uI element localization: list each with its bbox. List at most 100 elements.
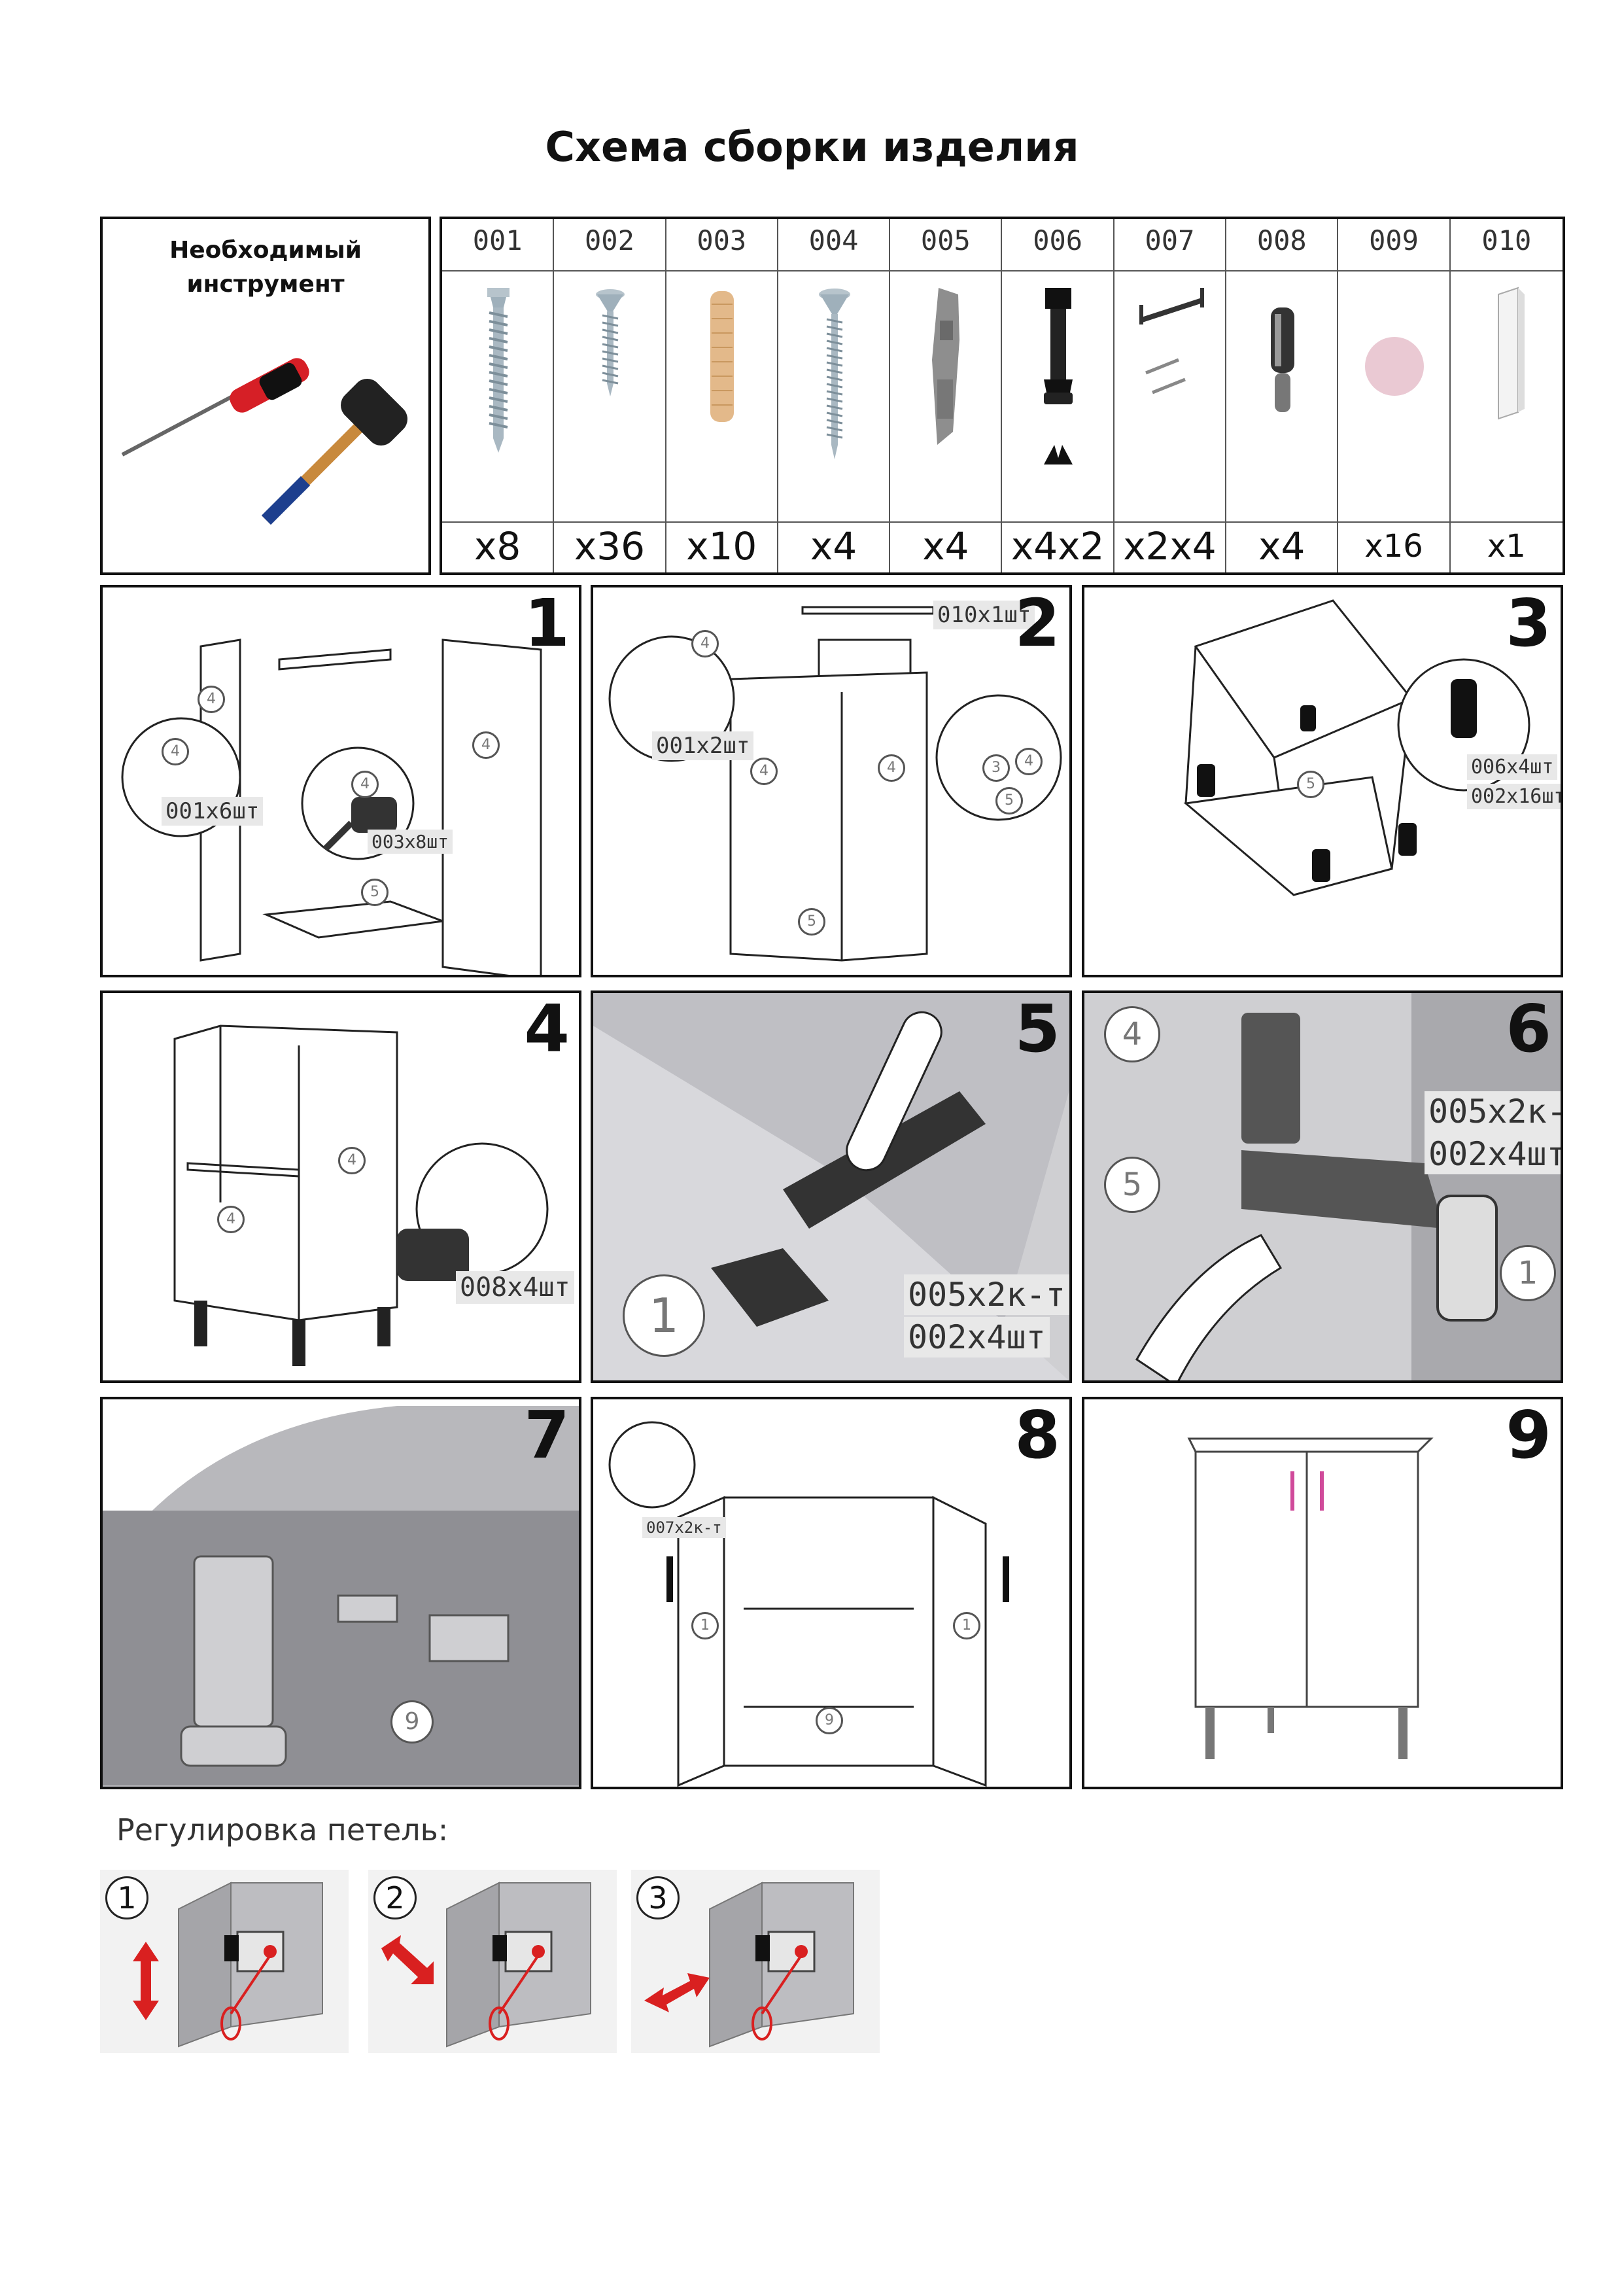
hinge-adjust-illustration <box>381 1882 591 2048</box>
part-number-circle: 4 <box>1104 1006 1160 1062</box>
hinge-adjust-1: 1 <box>100 1870 349 2053</box>
long-screw-icon <box>818 289 850 459</box>
part-qty: x4 <box>810 524 857 569</box>
step-part-label: 001x6шт <box>162 797 264 826</box>
tools-title: Необходимый инструмент <box>169 237 362 298</box>
part-cell-001: 001 x8 <box>442 219 555 572</box>
step-illustration <box>103 1406 579 1787</box>
part-number-circle: 1 <box>953 1612 980 1639</box>
part-number-circle: 4 <box>472 731 500 759</box>
part-qty: x10 <box>686 524 757 569</box>
part-cell-008: 008 x4 <box>1226 219 1339 572</box>
step-number: 4 <box>524 990 570 1067</box>
step-part-label: 003x8шт <box>368 830 453 854</box>
plinth-strip-icon <box>1498 287 1525 420</box>
part-cell-004: 004 x4 <box>778 219 891 572</box>
step-part-label: 002x16шт <box>1467 784 1561 809</box>
part-number-circle: 1 <box>1500 1245 1556 1301</box>
shelf-pin-icon <box>1270 307 1294 412</box>
part-number-circle: 5 <box>361 879 389 906</box>
part-code: 002 <box>585 224 634 256</box>
part-qty: x2x4 <box>1123 524 1217 569</box>
part-number-circle: 1 <box>623 1274 705 1357</box>
part-number-circle: 4 <box>351 771 379 798</box>
part-number-circle: 9 <box>390 1700 434 1743</box>
step-illustration <box>121 639 542 975</box>
handle-icon <box>1139 288 1205 394</box>
step-number: 9 <box>1506 1397 1551 1473</box>
part-cell-005: 005 x4 <box>890 219 1003 572</box>
confirmat-screw-icon <box>487 288 510 453</box>
part-cell-006: 006 x4x2 <box>1003 219 1114 572</box>
step-panel-4: 4 008x4шт 4 4 <box>100 990 581 1383</box>
part-cell-002: 002 x36 <box>554 219 666 572</box>
part-number-circle: 4 <box>750 758 778 785</box>
screwdriver-icon <box>121 358 309 457</box>
page-title: Схема сборки изделия <box>545 123 1079 171</box>
step-panel-9: 9 <box>1082 1397 1563 1789</box>
step-part-label: 001x2шт <box>652 731 754 760</box>
dowel-icon <box>710 291 734 422</box>
part-number-circle: 4 <box>217 1206 245 1233</box>
step-number: 6 <box>1506 990 1551 1067</box>
step-part-label: 007x2к-т <box>642 1517 726 1538</box>
step-part-label: 005x2к-т <box>904 1274 1069 1315</box>
part-number-circle: 5 <box>798 908 825 936</box>
step-number: 1 <box>524 585 570 661</box>
step-number: 2 <box>1014 585 1060 661</box>
wood-screw-icon <box>595 289 625 396</box>
hinge-adjust-illustration <box>644 1882 854 2048</box>
part-code: 006 <box>1033 224 1083 256</box>
step-illustration <box>1169 1426 1444 1759</box>
part-qty: x4 <box>1258 524 1305 569</box>
part-code: 004 <box>808 224 859 256</box>
part-qty: x8 <box>474 524 521 569</box>
part-cell-010: 010 x1 <box>1451 219 1563 572</box>
step-number: 8 <box>1014 1397 1060 1473</box>
step-illustration <box>1084 993 1561 1380</box>
hinge-adjust-3: 3 <box>631 1870 880 2053</box>
leg-icon <box>1044 288 1073 464</box>
part-qty: x1 <box>1487 528 1526 565</box>
hinge-adjust-title: Регулировка петель: <box>116 1812 449 1848</box>
hinge-adjust-illustration <box>133 1882 323 2048</box>
step-illustration <box>608 1421 1009 1787</box>
part-qty: x36 <box>574 524 646 569</box>
part-number-circle: 5 <box>1104 1157 1160 1213</box>
step-part-label: 010x1шт <box>933 601 1035 629</box>
part-code: 009 <box>1369 224 1419 256</box>
mallet-icon <box>261 379 407 525</box>
step-part-label: 002x4шт <box>904 1317 1050 1358</box>
part-code: 001 <box>472 224 523 256</box>
part-number-circle: 5 <box>1297 771 1324 798</box>
mallet-icon <box>322 797 397 852</box>
part-qty: x4x2 <box>1011 524 1105 569</box>
part-code: 005 <box>920 224 971 256</box>
part-cell-003: 003 x10 <box>666 219 778 572</box>
step-part-label: 006x4шт <box>1467 754 1558 780</box>
tools-panel: Необходимый инструмент <box>100 217 431 575</box>
step-part-label: 008x4шт <box>456 1271 574 1304</box>
part-number-circle: 4 <box>1015 748 1043 775</box>
hinge-adjust-number: 3 <box>636 1876 680 1919</box>
step-illustration <box>608 606 1062 962</box>
part-number-circle: 3 <box>982 754 1010 782</box>
hinge-adjust-2: 2 <box>368 1870 617 2053</box>
part-number-circle: 4 <box>338 1147 366 1174</box>
part-code: 003 <box>697 224 747 256</box>
part-code: 007 <box>1145 224 1195 256</box>
part-number-circle: 5 <box>995 787 1023 815</box>
part-qty: x16 <box>1364 528 1423 565</box>
hinge-icon <box>931 288 959 445</box>
part-qty: x4 <box>922 524 969 569</box>
step-illustration <box>173 1025 549 1366</box>
step-illustration <box>1183 599 1530 896</box>
step-part-label: 002x4шт <box>1425 1134 1561 1174</box>
